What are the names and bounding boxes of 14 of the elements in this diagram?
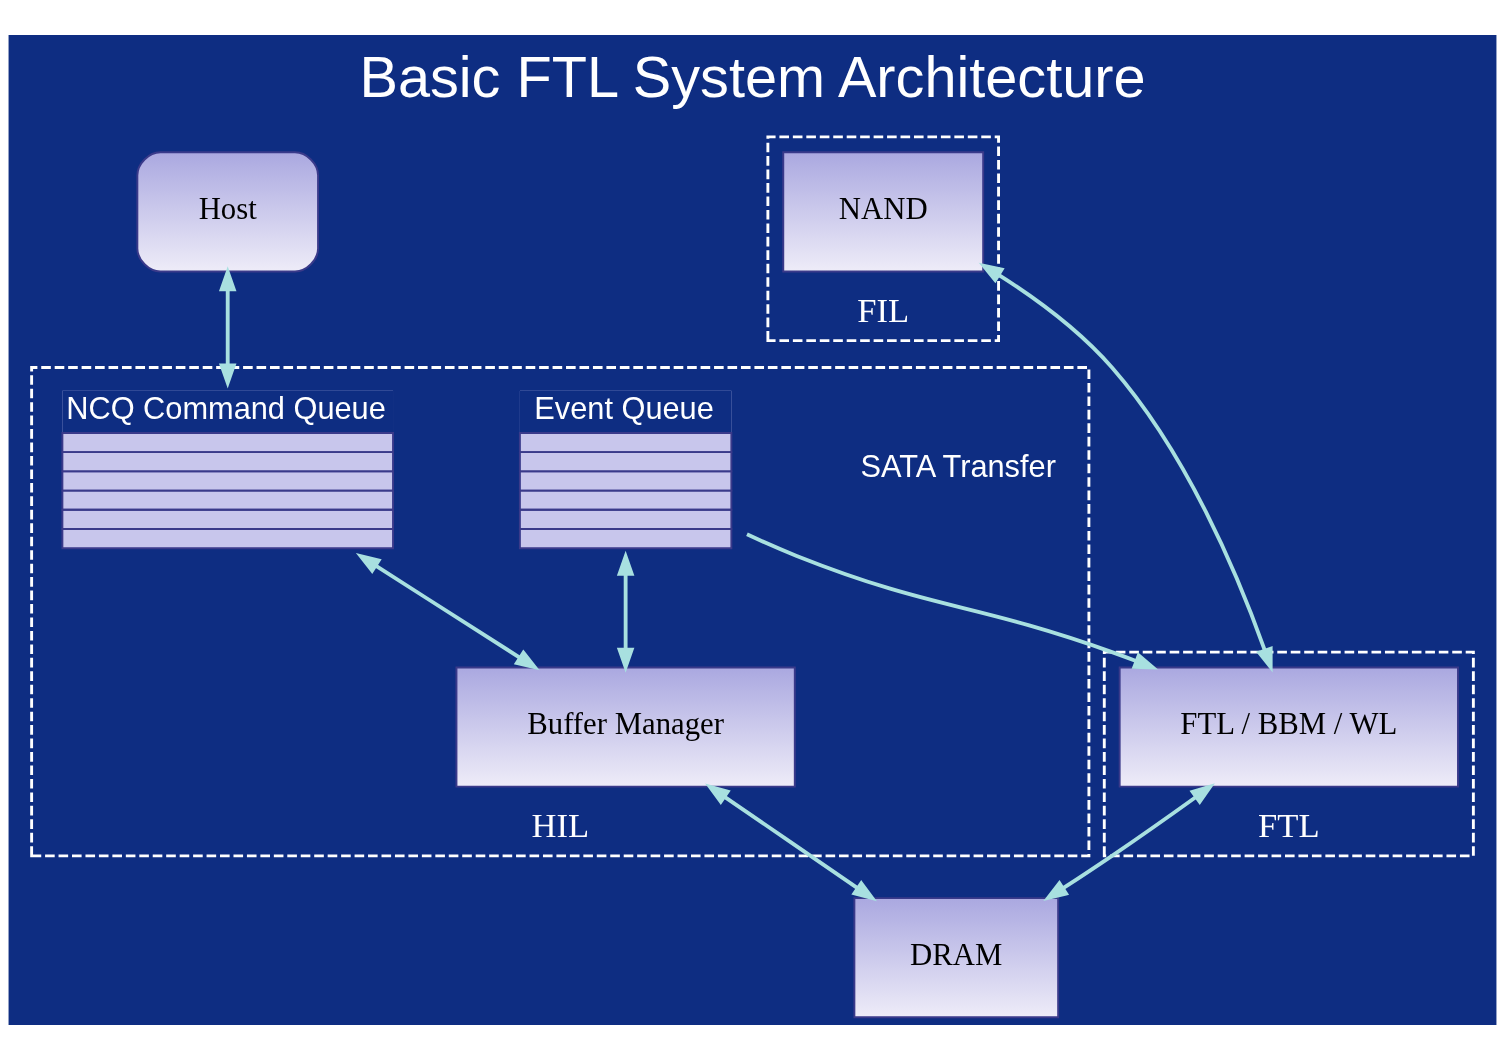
node-box: FTL / BBM / WL (1118, 666, 1459, 788)
node-box: Host (136, 150, 319, 272)
label: SATA Transfer (860, 448, 1056, 484)
arrow (746, 532, 1159, 669)
node-box: NAND (782, 150, 985, 272)
node-box: DRAM (853, 896, 1060, 1018)
arrow (218, 265, 237, 388)
node-box: Buffer Manager (455, 666, 796, 788)
arrow (978, 262, 1273, 673)
arrow (705, 783, 877, 901)
arrow (355, 552, 540, 670)
arrow (616, 550, 635, 673)
arrow (1043, 782, 1215, 901)
diagram-title: Basic FTL System Architecture (359, 44, 1146, 109)
